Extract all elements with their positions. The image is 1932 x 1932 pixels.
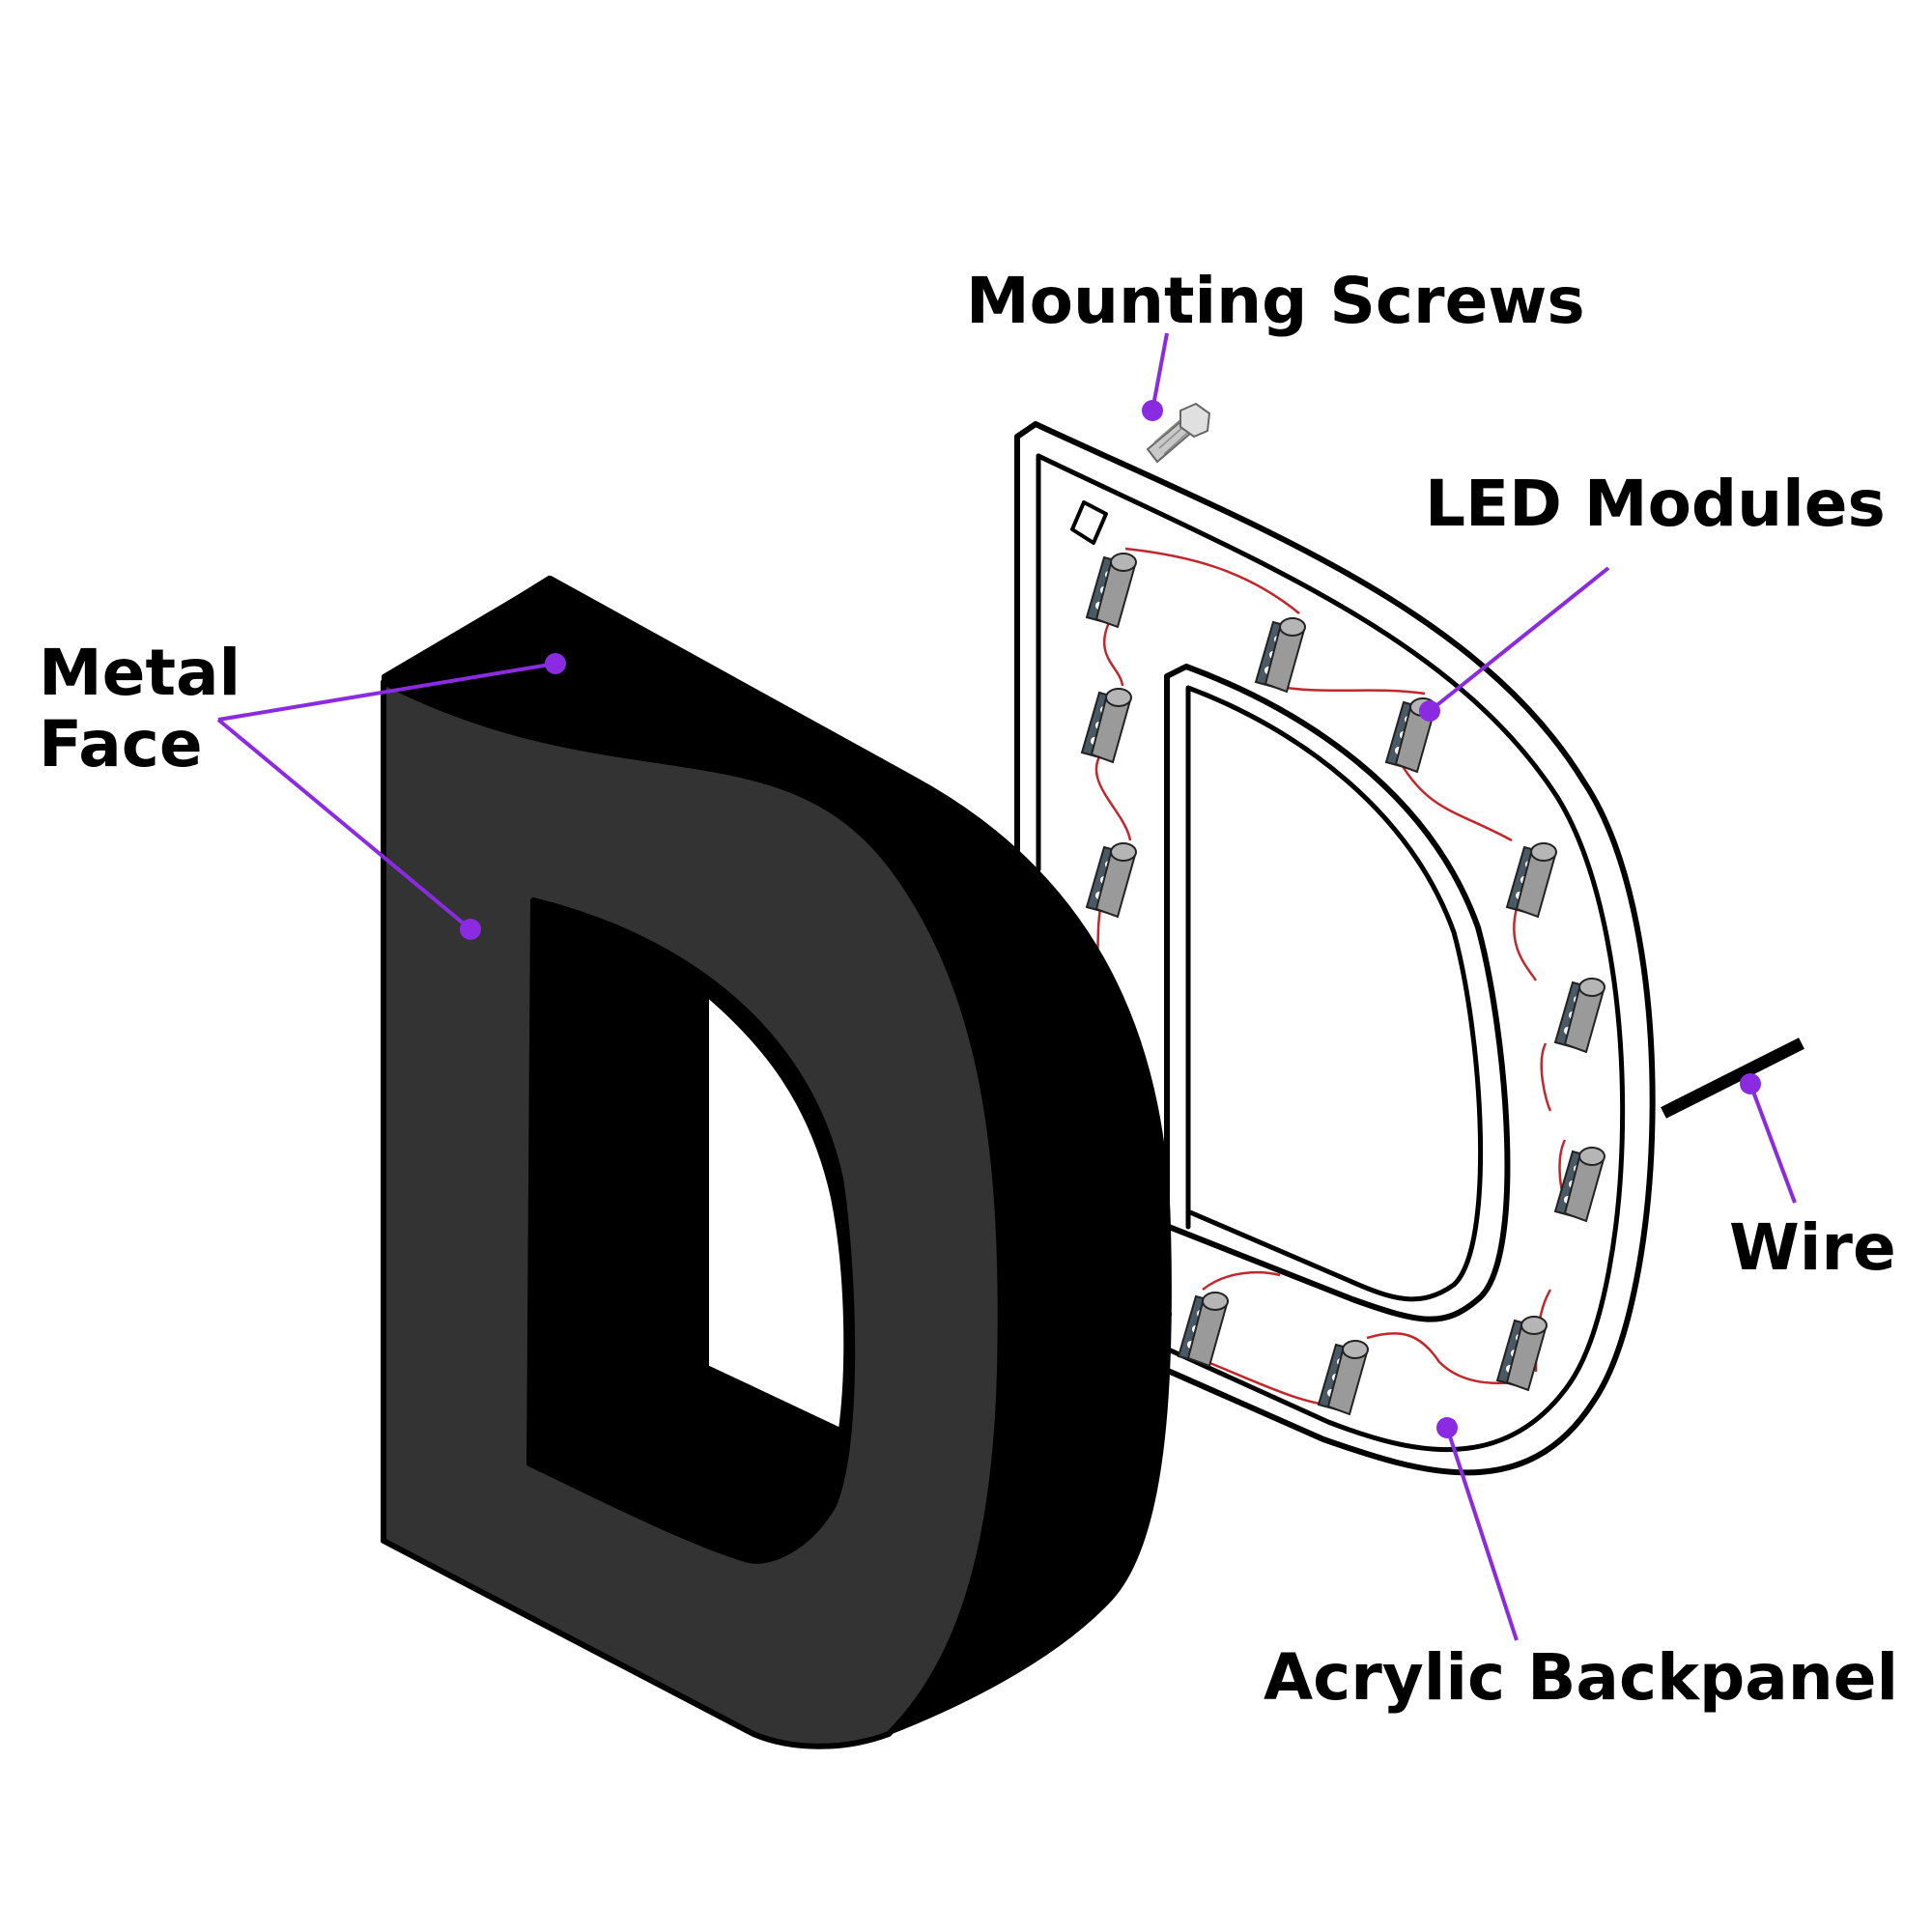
led-module: [1178, 1292, 1229, 1367]
backpanel-counter-outer: [1164, 664, 1511, 1322]
callout-line-mounting-screws: [1151, 332, 1169, 412]
power-wire: [1661, 1037, 1804, 1119]
label-metal-face-line1: Metal: [39, 636, 242, 710]
led-module: [1554, 1147, 1605, 1222]
mounting-hole: [1070, 500, 1108, 545]
led-module: [1496, 1316, 1548, 1391]
label-metal-face-line2: Face: [39, 706, 203, 781]
label-acrylic-backpanel: Acrylic Backpanel: [1264, 1640, 1899, 1715]
label-metal-face: Metal Face: [39, 638, 241, 781]
callout-dot: [1419, 700, 1440, 722]
led-module: [1086, 553, 1137, 628]
callout-line-metal-face-top: [217, 662, 556, 722]
label-led-modules: LED Modules: [1425, 467, 1886, 541]
metal-face: [381, 679, 1004, 1749]
callout-line-led-modules: [1428, 566, 1610, 713]
backpanel-inner-edge: [1036, 453, 1626, 1453]
led-module: [1554, 978, 1605, 1053]
callout-dot: [460, 919, 481, 940]
led-module: [1081, 688, 1132, 763]
led-module: [1318, 1340, 1369, 1415]
callouts: [216, 332, 1797, 1641]
callout-dots: [460, 400, 1761, 1438]
label-mounting-screws: Mounting Screws: [966, 264, 1585, 338]
mounting-screw-icon: [1146, 402, 1211, 464]
backpanel-counter-inner: [1185, 685, 1484, 1302]
callout-line-metal-face-side: [216, 718, 472, 931]
callout-line-wire: [1748, 1083, 1797, 1204]
label-wire: Wire: [1729, 1210, 1896, 1285]
led-module: [1506, 842, 1557, 918]
metal-channel-letter: [381, 575, 1172, 1749]
letter-counter-opening: [705, 990, 848, 1433]
led-module: [1255, 617, 1306, 693]
backpanel-outer-edge: [1014, 421, 1656, 1476]
callout-dot: [1740, 1073, 1761, 1094]
callout-dot: [1436, 1417, 1458, 1438]
led-module: [1086, 842, 1137, 918]
callout-line-acrylic-backpanel: [1445, 1427, 1519, 1641]
acrylic-backpanel: [1014, 421, 1656, 1476]
callout-dot: [545, 653, 566, 674]
callout-dot: [1142, 400, 1163, 421]
